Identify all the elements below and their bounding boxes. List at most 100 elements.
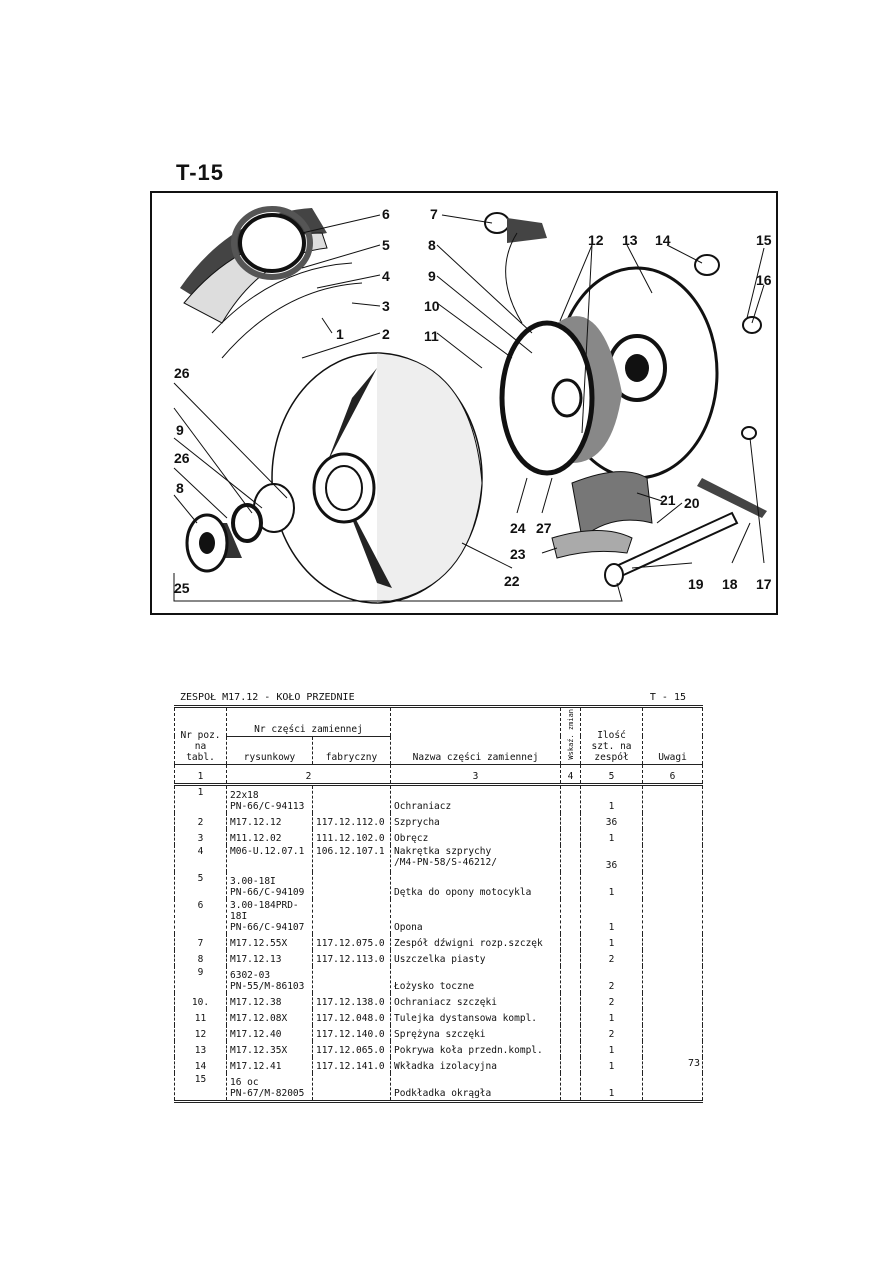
row-change xyxy=(560,812,582,829)
row-change xyxy=(560,784,582,813)
row-pos: 3 xyxy=(174,828,227,845)
row-pos: 12 xyxy=(174,1024,227,1041)
row-name: Obręcz xyxy=(390,828,562,845)
callout-11: 11 xyxy=(424,328,439,344)
callout-26: 26 xyxy=(174,365,190,381)
row-change xyxy=(560,844,582,872)
row-pos: 1 xyxy=(174,784,227,813)
header-notes: Uwagi xyxy=(642,705,704,765)
row-pos: 4 xyxy=(174,844,227,872)
table-row: 8 M17.12.13 117.12.113.0 Uszczelka piast… xyxy=(174,949,704,966)
row-pos: 11 xyxy=(174,1008,227,1025)
col-number-5: 5 xyxy=(580,763,644,786)
callout-8-left: 8 xyxy=(176,480,184,496)
row-qty: 36 xyxy=(580,844,644,872)
row-notes xyxy=(642,1056,704,1073)
row-drawing-no: M17.12.35X xyxy=(226,1040,313,1057)
row-name: Sprężyna szczęki xyxy=(390,1024,562,1041)
row-notes xyxy=(642,898,704,934)
row-factory-no: 117.12.065.0 xyxy=(311,1040,392,1057)
table-row: 2 M17.12.12 117.12.112.0 Szprycha 36 xyxy=(174,812,704,829)
tyre-segment-drawing xyxy=(180,206,363,359)
callout-23: 23 xyxy=(510,546,526,562)
row-name: Dętka do opony motocykla xyxy=(390,871,562,899)
row-notes xyxy=(642,1040,704,1057)
row-change xyxy=(560,828,582,845)
row-change xyxy=(560,992,582,1009)
row-drawing-no: M17.12.13 xyxy=(226,949,313,966)
row-factory-no: 117.12.075.0 xyxy=(311,933,392,950)
row-notes xyxy=(642,844,704,872)
row-qty: 1 xyxy=(580,1056,644,1073)
row-notes xyxy=(642,812,704,829)
row-notes xyxy=(642,949,704,966)
callout-12: 12 xyxy=(588,232,604,248)
row-drawing-no: M17.12.08X xyxy=(226,1008,313,1025)
row-qty: 2 xyxy=(580,992,644,1009)
row-qty: 1 xyxy=(580,784,644,813)
row-change xyxy=(560,1072,582,1103)
table-row: 4 M06-U.12.07.1 106.12.107.1 Nakrętka sz… xyxy=(174,844,704,872)
table-row: 6 3.00-184PRD-18I PN-66/C-94107 Opona 1 xyxy=(174,898,704,934)
callout-9: 9 xyxy=(428,268,436,284)
callout-20: 20 xyxy=(684,495,700,511)
figure-title: T-15 xyxy=(176,160,225,185)
table-row: 11 M17.12.08X 117.12.048.0 Tulejka dysta… xyxy=(174,1008,704,1025)
brake-plate-drawing xyxy=(499,266,719,480)
callout-1: 1 xyxy=(336,326,344,342)
table-row: 13 M17.12.35X 117.12.065.0 Pokrywa koła … xyxy=(174,1040,704,1057)
exploded-view-drawing: 1 2 3 4 5 6 7 8 9 10 11 12 13 14 15 16 1… xyxy=(173,206,772,604)
table-row: 14 M17.12.41 117.12.141.0 Wkładka izolac… xyxy=(174,1056,704,1073)
row-notes xyxy=(642,992,704,1009)
row-qty: 1 xyxy=(580,871,644,899)
row-drawing-no: 22x18 PN-66/C-94113 xyxy=(226,784,313,813)
header-name: Nazwa części zamiennej xyxy=(390,705,562,765)
row-change xyxy=(560,871,582,899)
group-title: ZESPOŁ M17.12 - KOŁO PRZEDNIE xyxy=(180,692,355,703)
row-name: Opona xyxy=(390,898,562,934)
row-name: Szprycha xyxy=(390,812,562,829)
callout-4: 4 xyxy=(382,268,390,284)
row-name: Nakrętka szprychy /M4-PN-58/S-46212/ xyxy=(390,844,562,872)
row-qty: 2 xyxy=(580,949,644,966)
row-change xyxy=(560,949,582,966)
row-factory-no: 117.12.140.0 xyxy=(311,1024,392,1041)
header-pos: Nr poz. na tabl. xyxy=(174,705,227,765)
callout-26-left: 26 xyxy=(174,450,190,466)
col-number-3: 3 xyxy=(390,763,562,786)
table-row: 9 6302-03 PN-55/M-86103 Łożysko toczne 2 xyxy=(174,965,704,993)
callout-9-left: 9 xyxy=(176,422,184,438)
header-change: Wskaź. zmian xyxy=(560,705,582,765)
row-drawing-no: M17.12.41 xyxy=(226,1056,313,1073)
row-pos: 13 xyxy=(174,1040,227,1057)
col-number-1: 1 xyxy=(174,763,227,786)
row-name: Podkładka okrągła xyxy=(390,1072,562,1103)
row-drawing-no: 3.00-18I PN-66/C-94109 xyxy=(226,871,313,899)
row-notes xyxy=(642,784,704,813)
row-qty: 2 xyxy=(580,1024,644,1041)
callout-13: 13 xyxy=(622,232,638,248)
parts-table: Nr poz. na tabl. Nr części zamiennej Naz… xyxy=(174,705,704,1103)
row-notes xyxy=(642,1024,704,1041)
row-pos: 2 xyxy=(174,812,227,829)
row-change xyxy=(560,1040,582,1057)
col-number-6: 6 xyxy=(642,763,704,786)
callout-15: 15 xyxy=(756,232,772,248)
row-pos: 8 xyxy=(174,949,227,966)
table-row: 12 M17.12.40 117.12.140.0 Sprężyna szczę… xyxy=(174,1024,704,1041)
row-factory-no xyxy=(311,1072,392,1103)
callout-27: 27 xyxy=(536,520,552,536)
row-drawing-no: M17.12.55X xyxy=(226,933,313,950)
row-pos: 6 xyxy=(174,898,227,934)
row-notes xyxy=(642,933,704,950)
row-factory-no: 117.12.138.0 xyxy=(311,992,392,1009)
row-change xyxy=(560,965,582,993)
callout-8: 8 xyxy=(428,237,436,253)
row-factory-no xyxy=(311,898,392,934)
table-row: 5 3.00-18I PN-66/C-94109 Dętka do opony … xyxy=(174,871,704,899)
row-factory-no xyxy=(311,871,392,899)
row-qty: 1 xyxy=(580,1008,644,1025)
row-drawing-no: 16 oc PN-67/M-82005 xyxy=(226,1072,313,1103)
row-notes xyxy=(642,828,704,845)
header-part-no: Nr części zamiennej xyxy=(225,705,392,737)
